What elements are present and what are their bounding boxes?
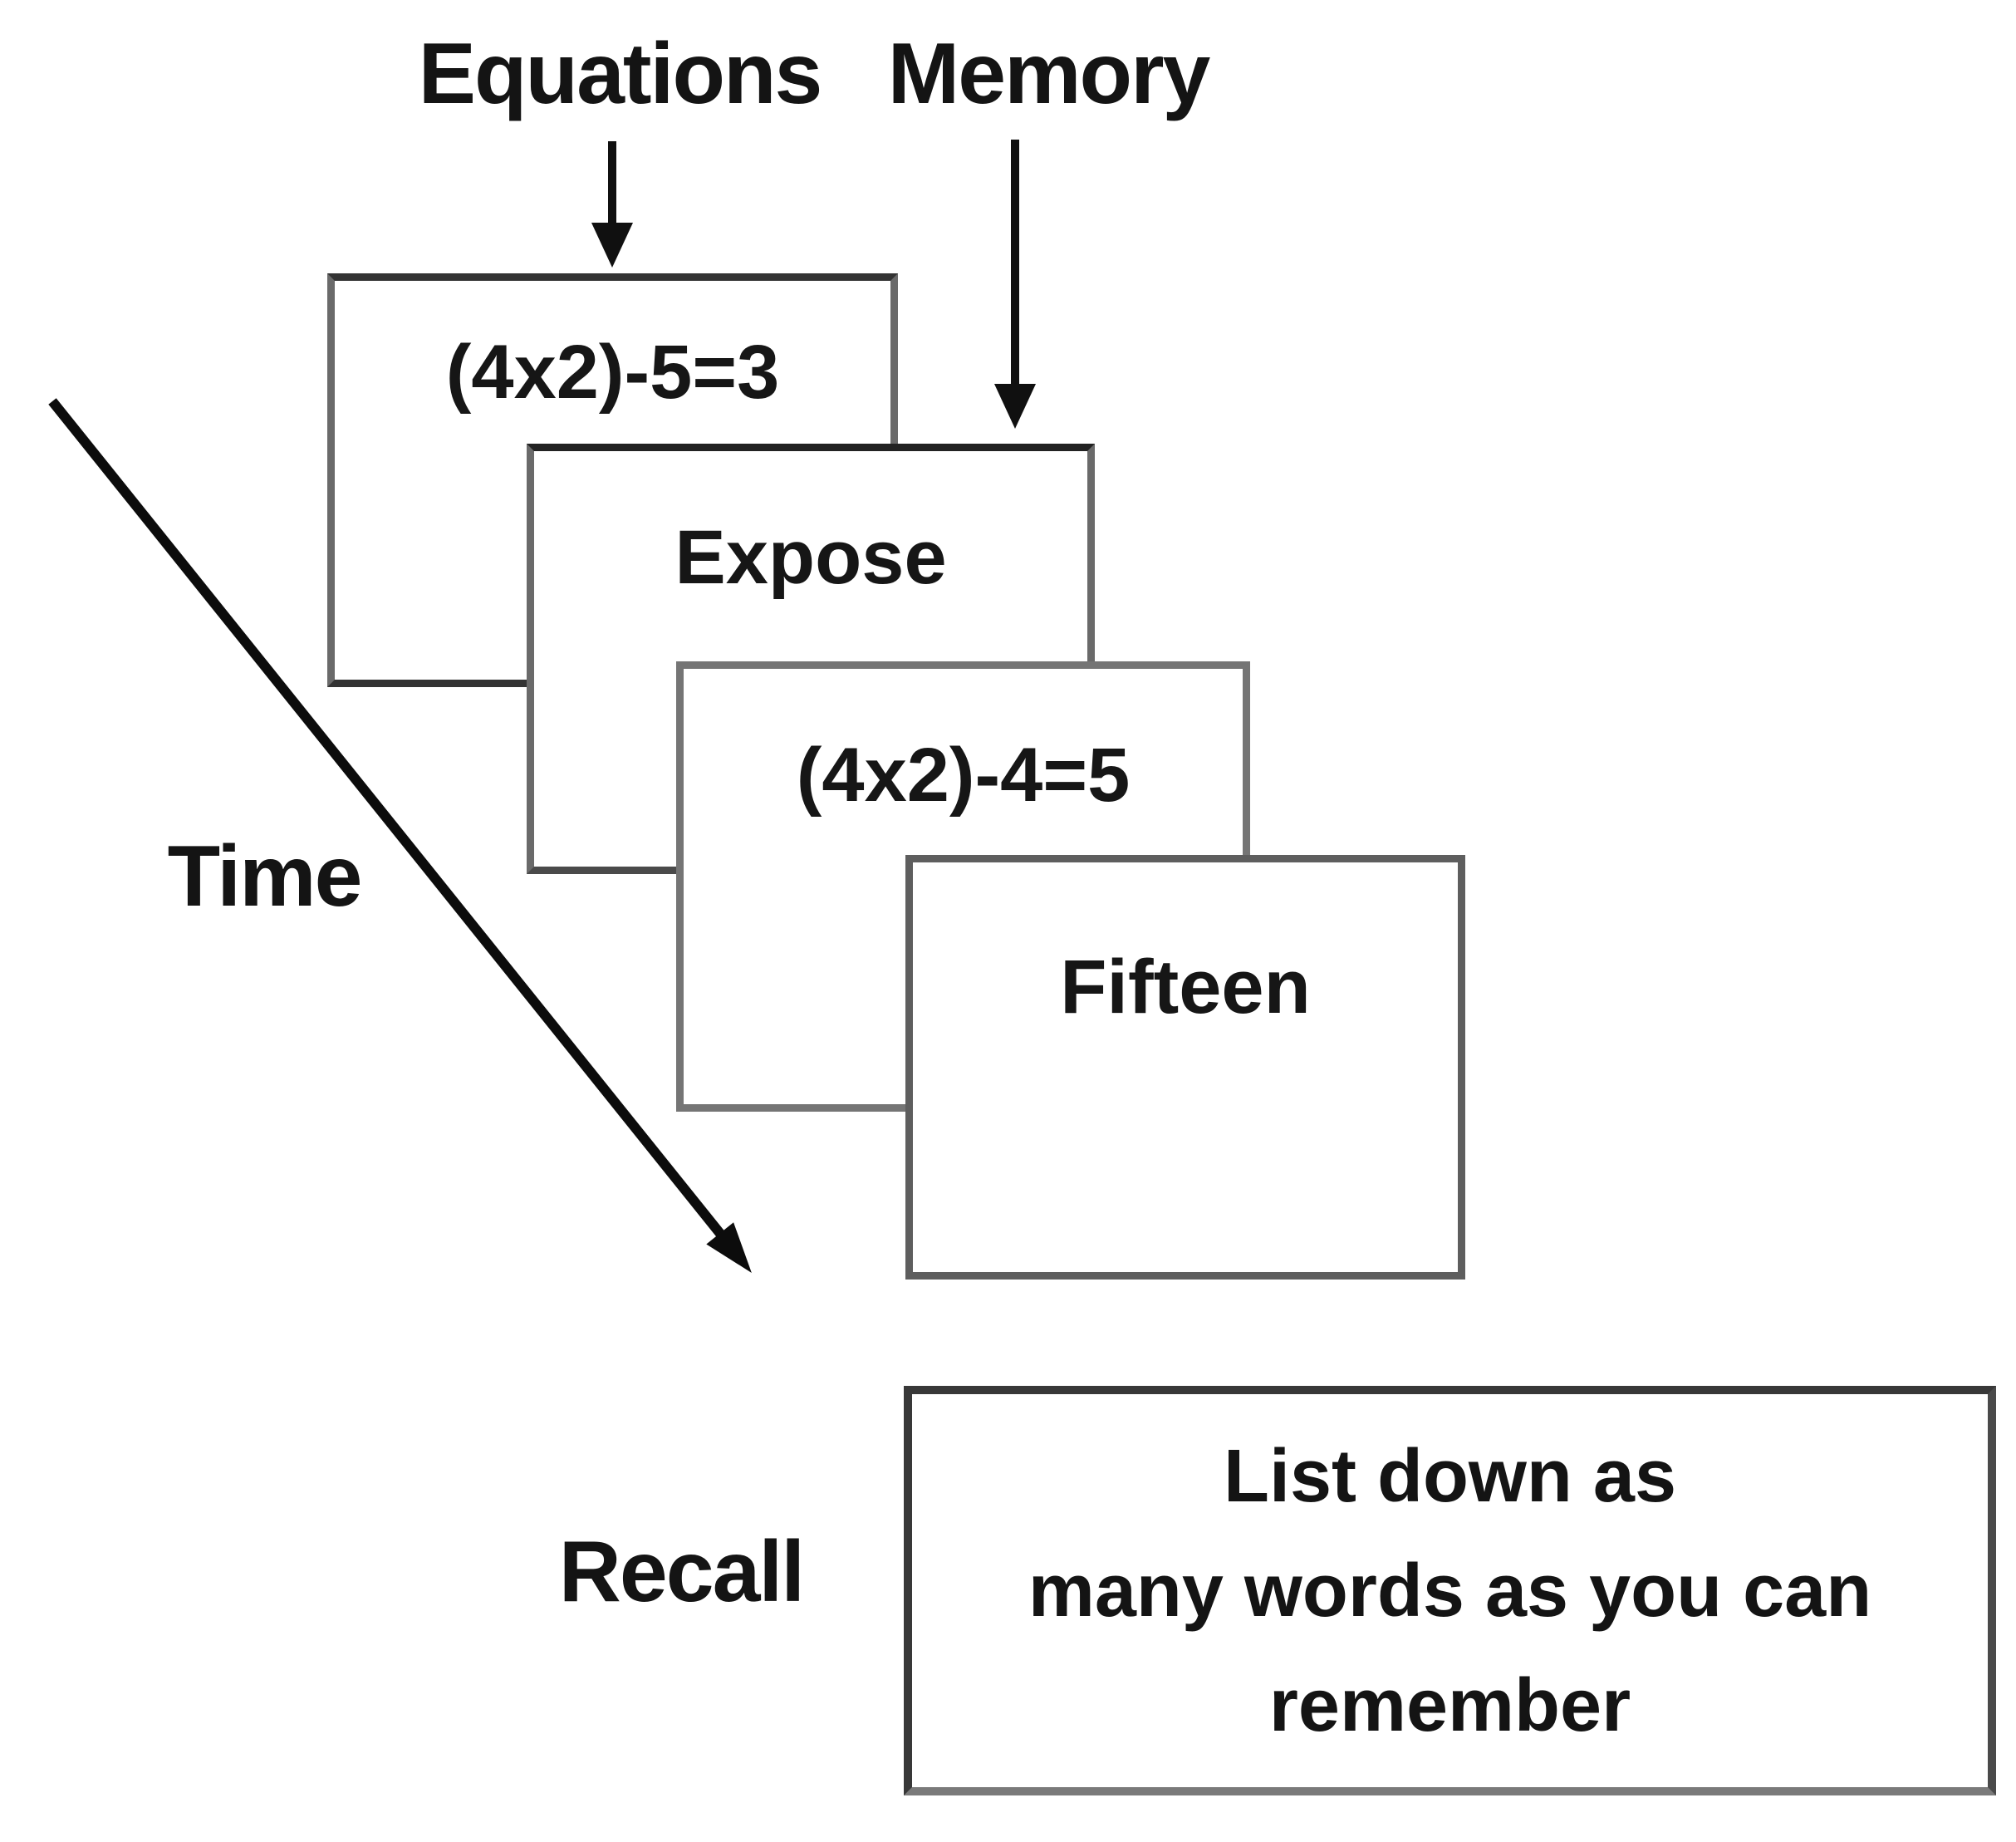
down-arrow-head bbox=[591, 223, 633, 268]
equations-column-label: Equations bbox=[418, 26, 823, 122]
stimulus-card-memory-word-2: Fifteen bbox=[905, 855, 1465, 1280]
recall-phase-label: Recall bbox=[558, 1524, 805, 1620]
down-arrow-shaft bbox=[608, 141, 616, 226]
down-arrow-shaft bbox=[1011, 140, 1019, 387]
equation-text: (4x2)-4=5 bbox=[796, 733, 1131, 818]
time-axis-label: Time bbox=[167, 828, 363, 925]
recall-instruction-box: List down as many words as you can remem… bbox=[904, 1386, 1996, 1795]
memory-column-label: Memory bbox=[887, 26, 1211, 122]
down-arrow-head bbox=[994, 384, 1036, 429]
memory-word-text: Expose bbox=[674, 515, 947, 600]
equation-text: (4x2)-5=3 bbox=[445, 330, 780, 415]
recall-instruction-line: List down as bbox=[1223, 1434, 1677, 1518]
memory-word-text: Fifteen bbox=[1060, 945, 1311, 1029]
recall-instruction-line: remember bbox=[1268, 1663, 1631, 1747]
recall-instruction-line: many words as you can bbox=[1028, 1549, 1872, 1633]
